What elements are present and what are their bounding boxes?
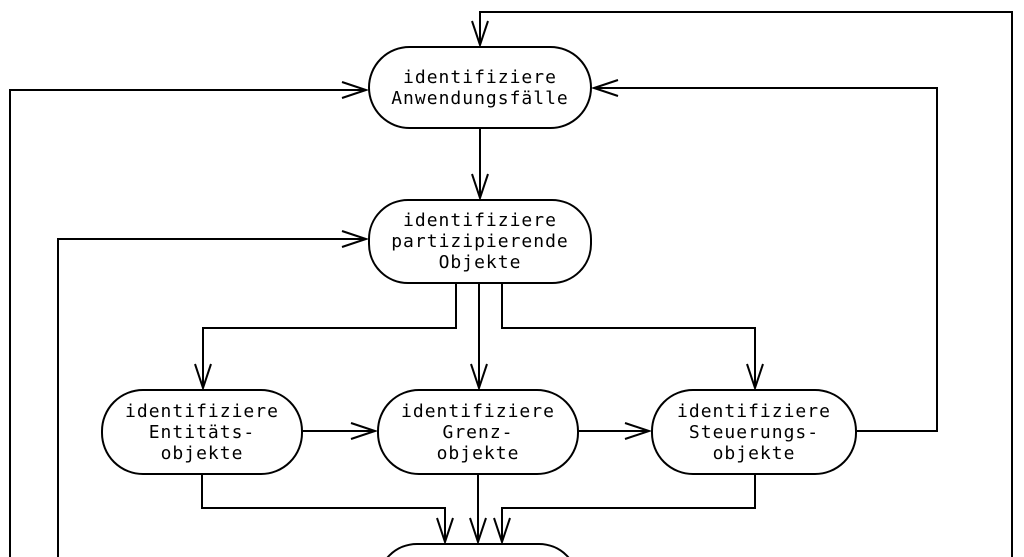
edge-partizipierende-to-steuerungs: [501, 284, 764, 392]
edge-grenz-to-bottom: [469, 475, 487, 546]
node-label-line: objekte: [712, 442, 796, 464]
arrowhead-down-icon: [436, 517, 454, 546]
node-identifiziere-steuerungsobjekte: identifiziere Steuerungs- objekte: [651, 389, 857, 475]
node-identifiziere-grenzobjekte: identifiziere Grenz- objekte: [377, 389, 579, 475]
arrowhead-down-icon: [469, 517, 487, 546]
edge-steuerungs-to-anwendungsfaelle: [590, 79, 938, 432]
edge-grenz-to-steuerungs: [579, 422, 653, 440]
arrowhead-down-icon: [471, 173, 489, 202]
arrowhead-down-icon: [471, 20, 489, 49]
node-identifiziere-anwendungsfaelle: identifiziere Anwendungsfälle: [368, 46, 592, 129]
arrowhead-down-icon: [194, 363, 212, 392]
node-label-line: identifiziere: [401, 400, 555, 422]
node-label-line: identifiziere: [125, 400, 279, 422]
arrowhead-down-icon: [470, 363, 488, 392]
edge-bottom-to-partizipierende-left: [57, 230, 370, 557]
node-label-line: Entitäts-: [148, 421, 256, 443]
node-label-line: objekte: [436, 442, 520, 464]
node-label-line: partizipierende: [391, 231, 569, 252]
arrowhead-down-icon: [493, 517, 511, 546]
edge-bottom-to-anwendungsfaelle-left: [9, 81, 370, 557]
node-label-line: Steuerungs-: [688, 421, 820, 443]
arrowhead-right-icon: [624, 422, 653, 440]
arrowhead-down-icon: [746, 363, 764, 392]
node-label-line: identifiziere: [677, 400, 831, 422]
node-label-line: objekte: [160, 442, 244, 464]
edge-entitaets-to-bottom: [201, 475, 454, 546]
edge-entitaets-to-grenz: [303, 422, 379, 440]
node-identifiziere-entitaetsobjekte: identifiziere Entitäts- objekte: [101, 389, 303, 475]
edge-bottom-to-anwendungsfaelle-top: [471, 11, 1013, 557]
edge-anwendungsfaelle-to-partizipierende: [471, 129, 489, 202]
node-identifiziere-partizipierende-objekte: identifiziere partizipierende Objekte: [368, 199, 592, 284]
arrowhead-left-icon: [590, 79, 619, 97]
edge-steuerungs-to-bottom: [493, 475, 756, 546]
arrowhead-right-icon: [341, 81, 370, 99]
node-bottom-partially-visible: [377, 543, 579, 557]
node-label-line: Objekte: [438, 252, 522, 273]
node-label-line: identifiziere: [403, 66, 557, 88]
node-label-line: identifiziere: [403, 210, 557, 231]
edge-partizipierende-to-entitaets: [194, 284, 457, 392]
node-label-line: Anwendungsfälle: [391, 87, 569, 109]
edge-partizipierende-to-grenz: [470, 284, 488, 392]
node-label-line: Grenz-: [442, 421, 514, 443]
arrowhead-right-icon: [341, 230, 370, 248]
arrowhead-right-icon: [350, 422, 379, 440]
